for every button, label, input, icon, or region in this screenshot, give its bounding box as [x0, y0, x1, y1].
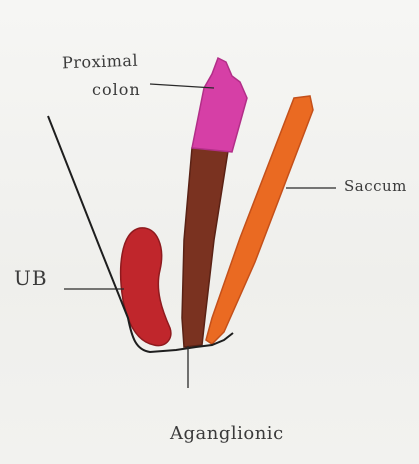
proximal-colon-label-line1: Proximal: [62, 51, 139, 73]
urinary-bladder: [121, 228, 171, 346]
aganglionic-label: Aganglionic: [170, 423, 284, 444]
proximal-colon-label-line2: colon: [92, 80, 141, 99]
proximal-colon-segment: [192, 58, 247, 152]
ub-label: UB: [14, 266, 48, 290]
saccum-label: Saccum: [344, 177, 407, 195]
